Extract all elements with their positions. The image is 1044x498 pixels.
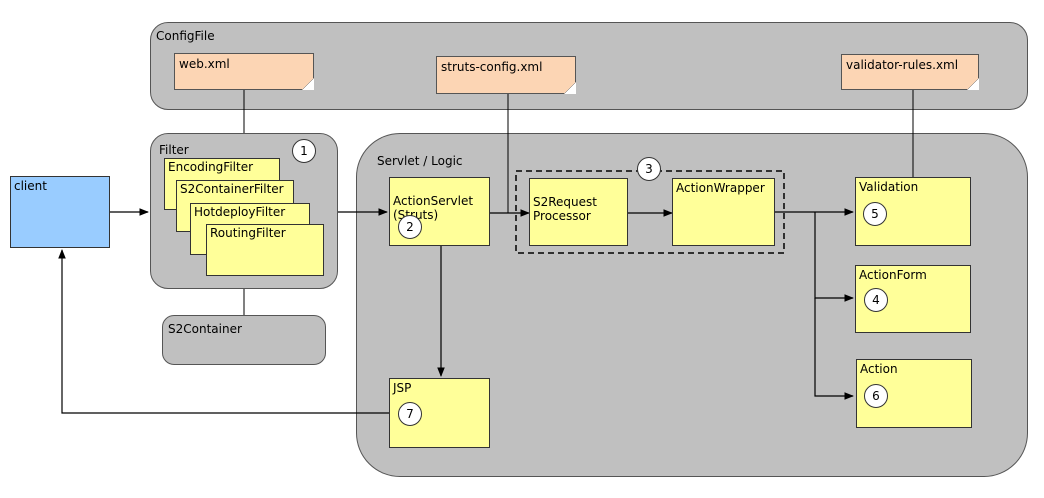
step-7-badge: 7	[398, 402, 422, 426]
s2request-processor-label: S2Request Processor	[533, 195, 597, 223]
step-1-badge: 1	[292, 139, 316, 163]
web-xml-note: web.xml	[174, 53, 314, 90]
filter-card-label: RoutingFilter	[210, 226, 286, 240]
s2request-processor-box: S2Request Processor	[529, 178, 628, 246]
filter-group-label: Filter	[159, 143, 189, 157]
web-xml-label: web.xml	[179, 57, 230, 71]
jsp-box: JSP	[389, 378, 490, 448]
client-box: client	[10, 176, 110, 248]
step-3-badge: 3	[637, 157, 661, 181]
validation-box: Validation	[855, 177, 971, 246]
action-wrapper-box: ActionWrapper	[672, 178, 775, 246]
servlet-logic-label: Servlet / Logic	[377, 154, 463, 168]
step-6-badge: 6	[864, 384, 888, 408]
validator-rules-note: validator-rules.xml	[841, 54, 979, 90]
filter-card-label: EncodingFilter	[168, 160, 254, 174]
client-label: client	[14, 179, 47, 193]
s2container-label: S2Container	[168, 322, 242, 336]
s2container-group: S2Container	[162, 315, 326, 365]
filter-card-routing: RoutingFilter	[206, 224, 324, 276]
struts-config-note: struts-config.xml	[436, 56, 576, 94]
filter-card-label: S2ContainerFilter	[180, 182, 284, 196]
step-5-badge: 5	[863, 202, 887, 226]
step-4-badge: 4	[864, 288, 888, 312]
validation-label: Validation	[859, 180, 919, 194]
action-form-label: ActionForm	[859, 268, 927, 282]
jsp-label: JSP	[393, 381, 412, 395]
struts-config-label: struts-config.xml	[441, 60, 543, 74]
filter-card-label: HotdeployFilter	[194, 205, 286, 219]
action-label: Action	[860, 362, 898, 376]
page-fold-icon	[302, 78, 314, 90]
page-fold-icon	[564, 82, 576, 94]
action-wrapper-label: ActionWrapper	[676, 181, 765, 195]
validator-rules-label: validator-rules.xml	[846, 58, 959, 72]
configfile-group-label: ConfigFile	[156, 29, 215, 43]
step-2-badge: 2	[398, 215, 422, 239]
page-fold-icon	[967, 78, 979, 90]
